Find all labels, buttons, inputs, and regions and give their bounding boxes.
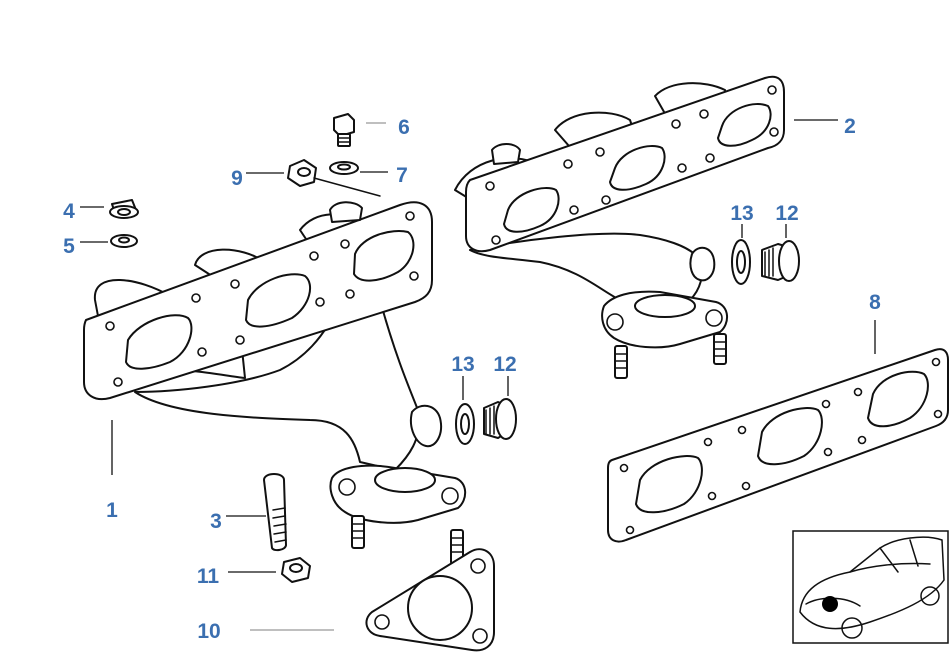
plug-12-right[interactable] [761, 240, 800, 282]
bolt-6[interactable] [333, 113, 355, 147]
nut-11[interactable] [281, 557, 311, 583]
callout-12-right: 12 [775, 202, 798, 225]
callout-4: 4 [63, 200, 75, 223]
callout-11: 11 [197, 565, 220, 588]
manifold-1[interactable] [83, 201, 467, 565]
callout-13-right: 13 [730, 202, 753, 225]
stud-bolt-3[interactable] [263, 473, 287, 552]
callout-9: 9 [231, 167, 243, 190]
callout-7: 7 [396, 164, 408, 187]
callout-8: 8 [869, 291, 881, 314]
callout-10: 10 [197, 620, 220, 643]
leader-lines [80, 119, 876, 631]
manifold-2[interactable] [454, 75, 785, 379]
plug-4[interactable] [109, 199, 139, 219]
washer-5[interactable] [110, 234, 138, 248]
gasket-8[interactable] [607, 348, 949, 543]
callout-5: 5 [63, 235, 75, 258]
gasket-10[interactable] [365, 548, 495, 652]
washer-7[interactable] [329, 161, 359, 175]
callout-3: 3 [210, 510, 222, 533]
callout-6: 6 [398, 116, 410, 139]
callout-1: 1 [106, 499, 118, 522]
washer-13-right[interactable] [731, 239, 751, 285]
plug-12-left[interactable] [483, 398, 517, 440]
callout-2: 2 [844, 115, 856, 138]
nut-9[interactable] [287, 159, 381, 197]
callout-13-left: 13 [451, 353, 474, 376]
vehicle-location-thumbnail [792, 530, 949, 644]
washer-13-left[interactable] [455, 403, 475, 445]
callout-12-left: 12 [493, 353, 516, 376]
location-marker [822, 596, 838, 612]
